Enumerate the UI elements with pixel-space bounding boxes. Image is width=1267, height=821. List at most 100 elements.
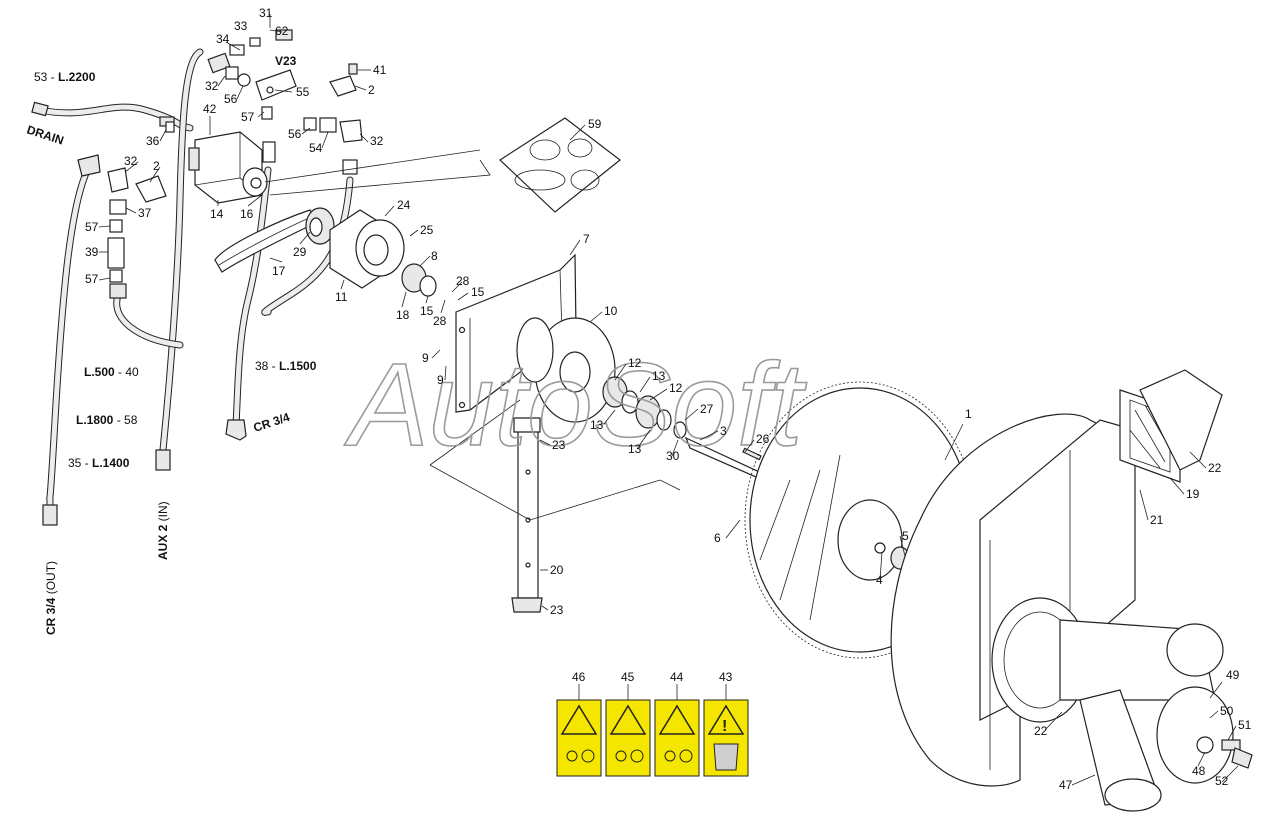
callout-47: 47 [1059,778,1073,792]
callout-43: 43 [719,670,733,684]
callout-57: 57 [241,110,255,124]
callout-3: 3 [720,424,727,438]
hose-40-label: L.500 - 40 [84,365,139,379]
callout-56b: 56 [288,127,302,141]
callout-31: 31 [259,6,273,20]
callout-51: 51 [1238,718,1252,732]
seal-kit-59 [264,117,621,213]
fitting-group-left [107,167,167,299]
bearings [602,376,687,439]
hose-58 [155,48,204,471]
leader-lines [98,14,1239,786]
hose-38-label: 38 - L.1500 [255,359,317,373]
callout-22b: 22 [1034,724,1048,738]
hose-35 [42,154,101,526]
callout-44: 44 [670,670,684,684]
callout-30: 30 [666,449,680,463]
callout-9b: 9 [437,373,444,387]
callout-57b: 57 [85,220,99,234]
callout-2: 2 [368,83,375,97]
svg-text:!: ! [722,718,727,735]
callout-19: 19 [1186,487,1200,501]
callout-46: 46 [572,670,586,684]
callout-15: 15 [420,304,434,318]
callout-57c: 57 [85,272,99,286]
callout-24: 24 [397,198,411,212]
disc-10 [516,317,616,423]
callout-33: 33 [234,19,248,33]
callout-7: 7 [583,232,590,246]
callout-13c: 13 [628,442,642,456]
warning-label-43: ! [703,699,749,777]
cr34-label: CR 3/4 [252,410,292,435]
hydraulic-pump-14 [188,131,268,204]
callout-2b: 2 [153,159,160,173]
callout-34: 34 [216,32,230,46]
callout-22: 22 [1208,461,1222,475]
callout-18: 18 [396,308,410,322]
hose-58-label: L.1800 - 58 [76,413,138,427]
callout-15b: 15 [471,285,485,299]
watermark: AutoSoft [344,339,807,471]
callout-55: 55 [296,85,310,99]
fitting-group-top [165,29,363,175]
callouts: 31 33 62 34 32 56 55 41 2 42 36 57 56 54… [85,6,1252,792]
callout-6: 6 [714,531,721,545]
drain-label: DRAIN [25,123,65,148]
callout-12: 12 [628,356,642,370]
callout-13b: 13 [590,418,604,432]
callout-42: 42 [203,102,217,116]
inlet-grill-19 [1119,369,1223,483]
warning-label-45 [605,699,651,777]
callout-27: 27 [700,402,714,416]
coupling-8 [401,263,437,297]
callout-8: 8 [431,249,438,263]
callout-21: 21 [1150,513,1164,527]
callout-28b: 28 [433,314,447,328]
warning-label-44 [654,699,700,777]
aux2-in-label: AUX 2 (IN) [156,501,170,560]
callout-36: 36 [146,134,160,148]
pulley-29 [305,207,335,245]
callout-4: 4 [876,573,883,587]
callout-11: 11 [335,290,348,304]
hose-53-label: 53 - L.2200 [34,70,96,84]
callout-39: 39 [85,245,99,259]
callout-32b: 32 [370,134,384,148]
callout-32: 32 [205,79,219,93]
callout-13: 13 [652,369,666,383]
callout-16: 16 [240,207,254,221]
callout-50: 50 [1220,704,1234,718]
hose-40 [113,291,184,349]
warning-label-46 [556,699,602,777]
callout-29: 29 [293,245,307,259]
floor-guide [429,399,681,521]
callout-23b: 23 [550,603,564,617]
callout-1: 1 [965,407,972,421]
callout-62: 62 [275,24,289,38]
callout-52: 52 [1215,774,1229,788]
flange-11 [329,209,405,289]
callout-26: 26 [756,432,770,446]
hose-38 [225,166,272,441]
callout-9: 9 [422,351,429,365]
callout-25: 25 [420,223,434,237]
callout-48: 48 [1192,764,1206,778]
end-fitting [1196,736,1253,769]
fan-housing-1 [890,413,1234,812]
leg-20 [511,417,543,613]
callout-41: 41 [373,63,387,77]
callout-32c: 32 [124,154,138,168]
callout-12b: 12 [669,381,683,395]
callout-59: 59 [588,117,602,131]
callout-37: 37 [138,206,152,220]
callout-20: 20 [550,563,564,577]
callout-56: 56 [224,92,238,106]
hose-35-label: 35 - L.1400 [68,456,130,470]
cr34-out-label: CR 3/4 (OUT) [44,561,58,635]
version-tag: V23 [275,54,297,68]
callout-54: 54 [309,141,323,155]
callout-10: 10 [604,304,618,318]
callout-17: 17 [272,264,286,278]
